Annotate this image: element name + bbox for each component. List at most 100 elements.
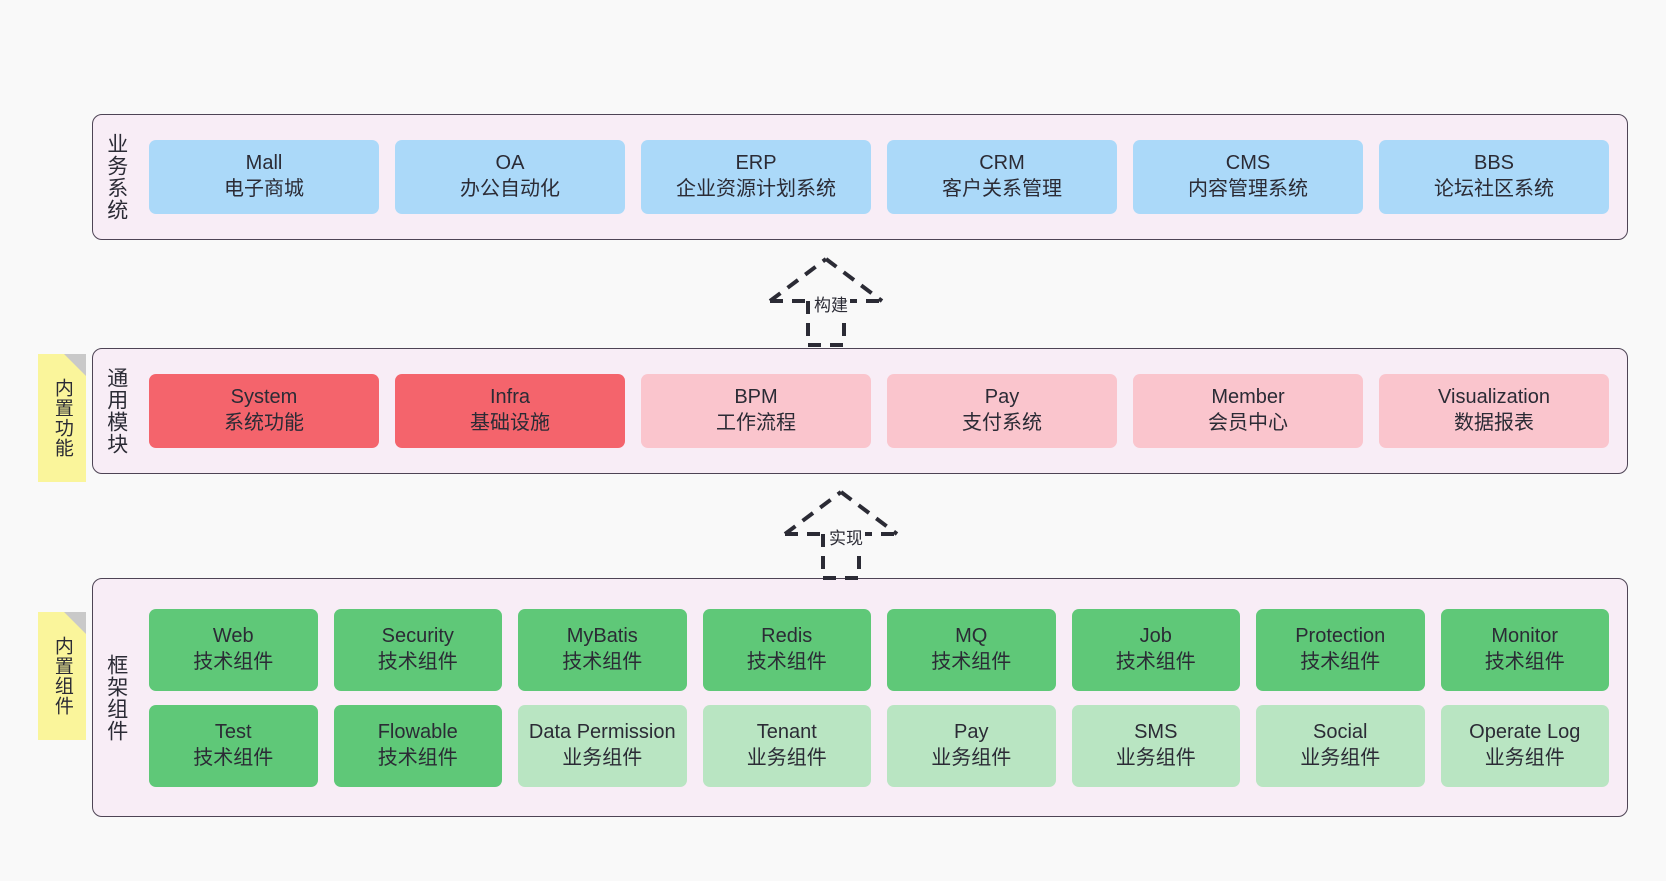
arrow-implement-label: 实现 [827, 524, 865, 549]
card-redis[interactable]: Redis 技术组件 [702, 608, 871, 691]
card-bpm[interactable]: BPM 工作流程 [641, 374, 871, 448]
card-operate-log-name: Operate Log [1469, 720, 1581, 743]
card-cms[interactable]: CMS 内容管理系统 [1133, 140, 1363, 214]
arrow-implement-head-right [839, 490, 899, 536]
card-sms[interactable]: SMS 业务组件 [1071, 704, 1240, 787]
arrow-build: 构建 [760, 253, 912, 349]
card-web-desc: 技术组件 [193, 650, 274, 673]
card-job-name: Job [1139, 624, 1172, 647]
sticky-note-builtin-functions-label: 内置功能 [51, 378, 73, 458]
card-monitor[interactable]: Monitor 技术组件 [1440, 608, 1609, 691]
sticky-note-builtin-components: 内置组件 [38, 612, 86, 740]
card-visualization-desc: 数据报表 [1454, 412, 1534, 434]
arrow-build-head-right [824, 257, 884, 303]
card-data-permission[interactable]: Data Permission 业务组件 [518, 704, 687, 787]
card-test-desc: 技术组件 [193, 746, 274, 769]
layer-business-system: 业务系统 Mall 电子商城 OA 办公自动化 ERP 企业资源计划系统 CRM… [92, 114, 1628, 240]
card-cms-name: CMS [1225, 152, 1271, 175]
card-mall-desc: 电子商城 [224, 178, 304, 200]
card-mq-desc: 技术组件 [931, 650, 1012, 673]
sticky-note-builtin-functions: 内置功能 [38, 354, 86, 482]
layer-title-framework-component: 框架组件 [104, 653, 128, 742]
card-bpm-name: BPM [734, 386, 778, 409]
card-tenant[interactable]: Tenant 业务组件 [702, 704, 871, 787]
card-pay-component-name: Pay [954, 720, 989, 743]
card-mall-name: Mall [245, 152, 283, 175]
card-mybatis-desc: 技术组件 [562, 650, 643, 673]
card-monitor-desc: 技术组件 [1484, 650, 1565, 673]
card-oa-name: OA [495, 152, 525, 175]
card-redis-name: Redis [761, 624, 813, 647]
card-member-desc: 会员中心 [1208, 412, 1288, 434]
card-mybatis[interactable]: MyBatis 技术组件 [518, 608, 687, 691]
framework-component-card-list: Web 技术组件 Security 技术组件 MyBatis 技术组件 Redi… [139, 579, 1627, 816]
card-oa[interactable]: OA 办公自动化 [395, 140, 625, 214]
common-module-card-list: System 系统功能 Infra 基础设施 BPM 工作流程 Pay 支付系统… [139, 349, 1627, 473]
card-security-name: Security [381, 624, 454, 647]
card-operate-log-desc: 业务组件 [1484, 746, 1565, 769]
card-visualization-name: Visualization [1438, 386, 1550, 409]
card-pay-module[interactable]: Pay 支付系统 [887, 374, 1117, 448]
card-bbs-name: BBS [1473, 152, 1515, 175]
card-mq-name: MQ [955, 624, 988, 647]
card-member-name: Member [1211, 386, 1285, 409]
card-member[interactable]: Member 会员中心 [1133, 374, 1363, 448]
card-mybatis-name: MyBatis [566, 624, 638, 647]
sticky-note-builtin-components-label: 内置组件 [51, 636, 73, 716]
card-job[interactable]: Job 技术组件 [1071, 608, 1240, 691]
card-security[interactable]: Security 技术组件 [333, 608, 502, 691]
card-social-name: Social [1313, 720, 1368, 743]
card-operate-log[interactable]: Operate Log 业务组件 [1440, 704, 1609, 787]
card-tenant-name: Tenant [756, 720, 817, 743]
card-crm[interactable]: CRM 客户关系管理 [887, 140, 1117, 214]
card-infra-desc: 基础设施 [470, 412, 550, 434]
card-sms-desc: 业务组件 [1115, 746, 1196, 769]
card-erp-name: ERP [735, 152, 777, 175]
card-data-permission-desc: 业务组件 [562, 746, 643, 769]
card-sms-name: SMS [1134, 720, 1178, 743]
arrow-implement-head-left [783, 490, 843, 536]
card-system[interactable]: System 系统功能 [149, 374, 379, 448]
card-pay-component-desc: 业务组件 [931, 746, 1012, 769]
card-protection[interactable]: Protection 技术组件 [1256, 608, 1425, 691]
card-oa-desc: 办公自动化 [460, 178, 560, 200]
card-visualization[interactable]: Visualization 数据报表 [1379, 374, 1609, 448]
card-social-desc: 业务组件 [1300, 746, 1381, 769]
arrow-implement: 实现 [775, 486, 927, 582]
card-data-permission-name: Data Permission [528, 720, 676, 743]
framework-component-row-1: Web 技术组件 Security 技术组件 MyBatis 技术组件 Redi… [141, 608, 1617, 691]
card-pay-component[interactable]: Pay 业务组件 [887, 704, 1056, 787]
card-system-desc: 系统功能 [224, 412, 304, 434]
card-web[interactable]: Web 技术组件 [149, 608, 318, 691]
card-job-desc: 技术组件 [1115, 650, 1196, 673]
layer-title-common-module: 通用模块 [104, 367, 128, 455]
card-bbs-desc: 论坛社区系统 [1434, 178, 1554, 200]
card-infra[interactable]: Infra 基础设施 [395, 374, 625, 448]
card-pay-module-name: Pay [984, 386, 1020, 409]
card-erp[interactable]: ERP 企业资源计划系统 [641, 140, 871, 214]
card-bpm-desc: 工作流程 [716, 412, 796, 434]
card-mq[interactable]: MQ 技术组件 [887, 608, 1056, 691]
business-system-card-list: Mall 电子商城 OA 办公自动化 ERP 企业资源计划系统 CRM 客户关系… [139, 115, 1627, 239]
card-infra-name: Infra [489, 386, 531, 409]
card-crm-desc: 客户关系管理 [942, 178, 1062, 200]
card-flowable-name: Flowable [377, 720, 458, 743]
card-redis-desc: 技术组件 [746, 650, 827, 673]
card-bbs[interactable]: BBS 论坛社区系统 [1379, 140, 1609, 214]
layer-common-module: 通用模块 System 系统功能 Infra 基础设施 BPM 工作流程 Pay… [92, 348, 1628, 474]
card-tenant-desc: 业务组件 [746, 746, 827, 769]
card-flowable[interactable]: Flowable 技术组件 [333, 704, 502, 787]
framework-component-row-2: Test 技术组件 Flowable 技术组件 Data Permission … [141, 704, 1617, 787]
card-mall[interactable]: Mall 电子商城 [149, 140, 379, 214]
arrow-build-label: 构建 [812, 291, 850, 316]
card-flowable-desc: 技术组件 [377, 746, 458, 769]
card-web-name: Web [212, 624, 254, 647]
card-social[interactable]: Social 业务组件 [1256, 704, 1425, 787]
arrow-build-head-left [768, 257, 828, 303]
card-monitor-name: Monitor [1491, 624, 1559, 647]
card-test[interactable]: Test 技术组件 [149, 704, 318, 787]
card-security-desc: 技术组件 [377, 650, 458, 673]
card-protection-desc: 技术组件 [1300, 650, 1381, 673]
card-test-name: Test [214, 720, 252, 743]
